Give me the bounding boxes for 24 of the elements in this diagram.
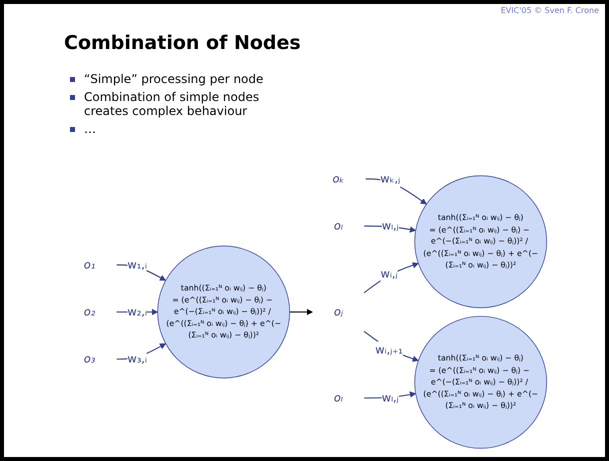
edge-label: wᵢ,ⱼ: [380, 266, 398, 280]
edge-label: w₁,ᵢ: [127, 258, 147, 272]
edge-label: w₃,ᵢ: [127, 352, 147, 366]
node-text: oₖ: [332, 172, 344, 186]
node-text: oₗ: [334, 390, 343, 404]
arrow: [364, 330, 419, 362]
arrow: [366, 178, 427, 204]
edge-label: wₗ,ⱼ: [382, 218, 399, 232]
node-text: o₂: [84, 304, 96, 318]
arrow: [364, 262, 419, 294]
node-text: oₗ: [334, 218, 343, 232]
node-text: o₁: [84, 258, 96, 272]
node-text: o₃: [84, 352, 96, 366]
bullet-text: …: [84, 122, 96, 136]
arrow: [290, 308, 313, 316]
edge-label: wᵢ,ⱼ₊₁: [375, 342, 403, 356]
bullet-text: Combination of simple nodes creates complex behaviour: [84, 90, 260, 118]
bullet-text: “Simple” processing per node: [84, 72, 264, 86]
node-text: oⱼ: [334, 304, 343, 318]
edge-label: w₂,ᵢ: [127, 304, 147, 318]
slide-title: Combination of Nodes: [64, 32, 301, 54]
copyright-header: EVIC'05 © Sven F. Crone: [500, 6, 599, 15]
edge-label: wₗ,ⱼ: [382, 390, 399, 404]
edge-label: wₖ,ⱼ: [380, 172, 400, 186]
